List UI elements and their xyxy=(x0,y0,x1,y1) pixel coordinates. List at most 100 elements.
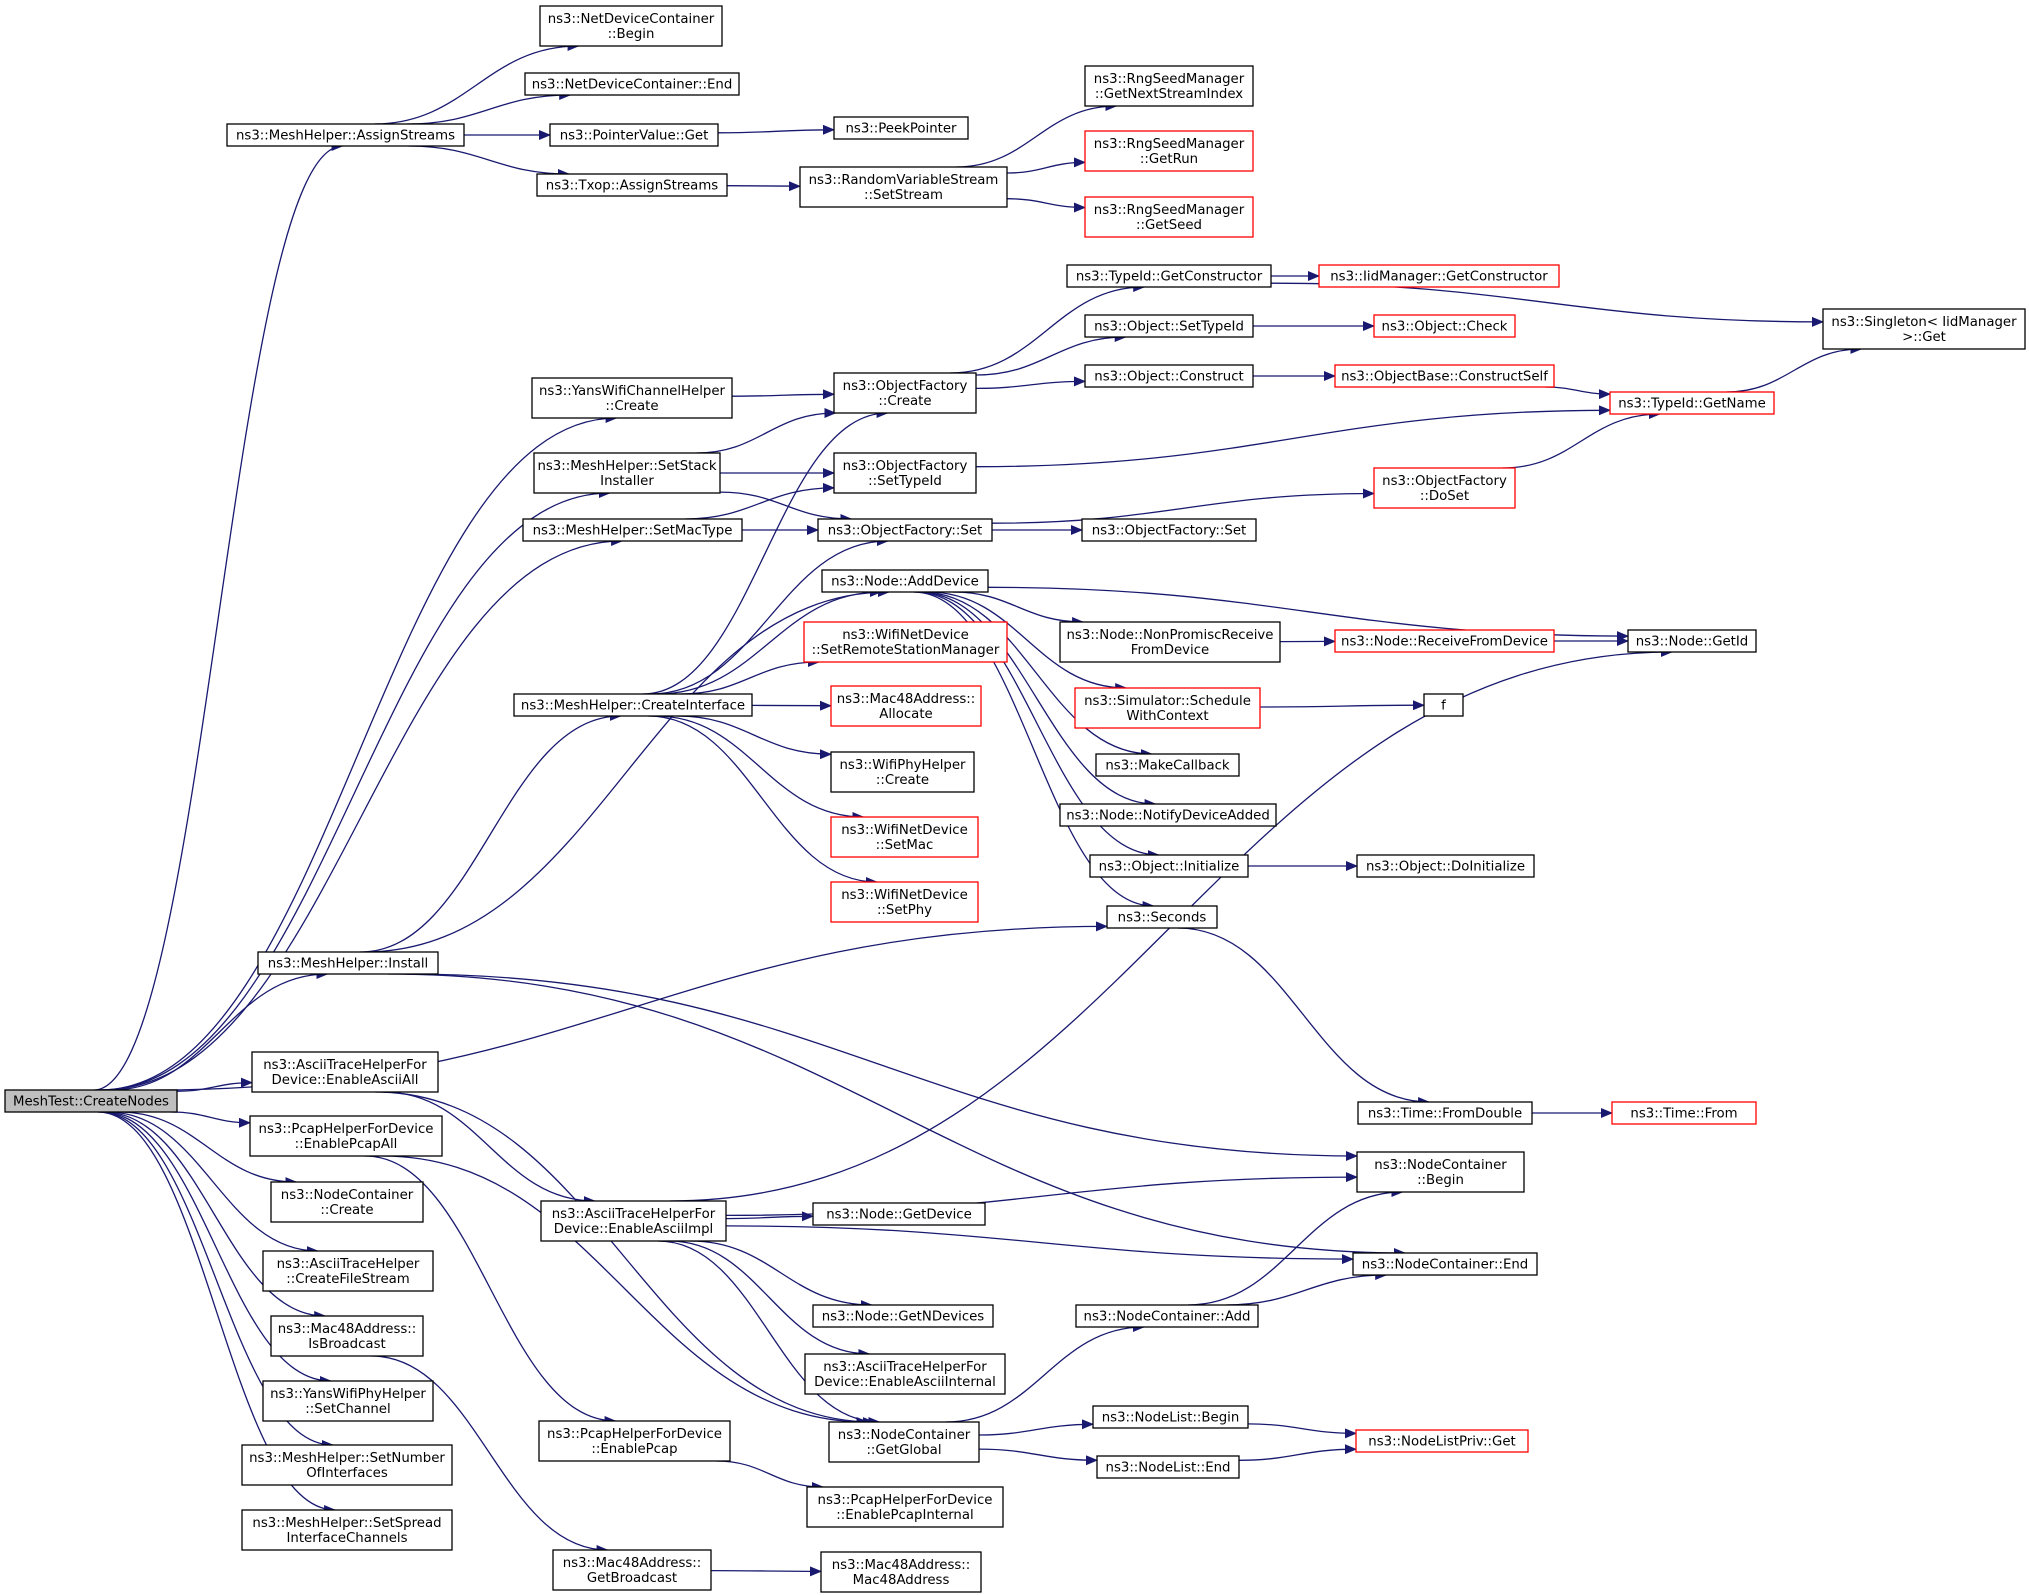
node-type-id-get-ctor[interactable]: ns3::TypeId::GetConstructor xyxy=(1066,264,1272,288)
node-mac-ctor[interactable]: ns3::Mac48Address::Mac48Address xyxy=(820,1551,982,1593)
node-label: ns3::ObjectBase::ConstructSelf xyxy=(1341,370,1548,385)
node-make-callback[interactable]: ns3::MakeCallback xyxy=(1095,753,1240,777)
node-ofset2[interactable]: ns3::ObjectFactory::Set xyxy=(1081,518,1257,542)
node-obj-set-type-id[interactable]: ns3::Object::SetTypeId xyxy=(1084,314,1254,338)
node-node-get-id[interactable]: ns3::Node::GetId xyxy=(1627,629,1757,653)
node-ofcreate[interactable]: ns3::ObjectFactory::Create xyxy=(833,372,977,414)
node-box xyxy=(251,1051,439,1093)
node-box xyxy=(1423,693,1464,717)
node-label: ns3::ObjectFactory xyxy=(1382,474,1507,489)
node-ascii-internal[interactable]: ns3::AsciiTraceHelperForDevice::EnableAs… xyxy=(804,1353,1006,1395)
node-ascii-impl[interactable]: ns3::AsciiTraceHelperForDevice::EnableAs… xyxy=(540,1200,727,1242)
node-f[interactable]: f xyxy=(1423,693,1464,717)
node-node-list-priv-get[interactable]: ns3::NodeListPriv::Get xyxy=(1355,1429,1529,1453)
node-yans-ch-create[interactable]: ns3::YansWifiChannelHelper::Create xyxy=(531,377,733,419)
node-label: ns3::NodeContainer::Add xyxy=(1084,1310,1251,1325)
node-box xyxy=(1095,753,1240,777)
node-pcap-enable[interactable]: ns3::PcapHelperForDevice::EnablePcap xyxy=(538,1420,731,1462)
node-rng-next[interactable]: ns3::RngSeedManager::GetNextStreamIndex xyxy=(1084,65,1254,107)
node-obj-do-init[interactable]: ns3::Object::DoInitialize xyxy=(1356,854,1535,878)
node-time-from[interactable]: ns3::Time::From xyxy=(1611,1101,1757,1125)
node-label: ::SetTypeId xyxy=(868,474,942,489)
node-ncbegin[interactable]: ns3::NodeContainer::Begin xyxy=(1356,1151,1525,1193)
node-label: ns3::AsciiTraceHelperFor xyxy=(263,1058,427,1073)
node-notify-dev-added[interactable]: ns3::Node::NotifyDeviceAdded xyxy=(1059,803,1277,827)
node-label: ns3::AsciiTraceHelperFor xyxy=(552,1207,716,1222)
node-time-from-double[interactable]: ns3::Time::FromDouble xyxy=(1357,1101,1533,1125)
node-label: ::Create xyxy=(876,773,929,788)
node-ncend[interactable]: ns3::NodeContainer::End xyxy=(1352,1252,1538,1276)
node-create-iface[interactable]: ns3::MeshHelper::CreateInterface xyxy=(513,693,753,717)
node-node-get-device[interactable]: ns3::Node::GetDevice xyxy=(812,1202,986,1226)
node-set-spread[interactable]: ns3::MeshHelper::SetSpreadInterfaceChann… xyxy=(241,1509,453,1551)
node-rvsset-stream[interactable]: ns3::RandomVariableStream::SetStream xyxy=(799,166,1008,208)
edge-pvget-to-peek-pointer xyxy=(717,124,835,135)
node-ascii-all[interactable]: ns3::AsciiTraceHelperForDevice::EnableAs… xyxy=(251,1051,439,1093)
node-mesh-install[interactable]: ns3::MeshHelper::Install xyxy=(257,951,439,975)
node-get-broadcast[interactable]: ns3::Mac48Address::GetBroadcast xyxy=(552,1549,712,1591)
node-ndcend[interactable]: ns3::NetDeviceContainer::End xyxy=(524,72,740,96)
node-ncget-global[interactable]: ns3::NodeContainer::GetGlobal xyxy=(828,1421,980,1463)
node-is-broadcast[interactable]: ns3::Mac48Address::IsBroadcast xyxy=(270,1315,424,1357)
node-obj-check[interactable]: ns3::Object::Check xyxy=(1373,314,1516,338)
node-node-list-end[interactable]: ns3::NodeList::End xyxy=(1096,1455,1240,1479)
node-box xyxy=(241,1444,453,1486)
node-wifi-set-phy[interactable]: ns3::WifiNetDevice::SetPhy xyxy=(830,881,979,923)
node-get-ndevices[interactable]: ns3::Node::GetNDevices xyxy=(812,1304,994,1328)
node-box xyxy=(1092,1405,1249,1429)
node-ofdo-set[interactable]: ns3::ObjectFactory::DoSet xyxy=(1373,467,1516,509)
node-node-add-device[interactable]: ns3::Node::AddDevice xyxy=(821,569,989,593)
edge-create-nodes-to-yans-phy-set-ch xyxy=(100,1111,332,1386)
node-label: ns3::Object::DoInitialize xyxy=(1366,860,1525,875)
edge-mesh-install-to-ncbegin xyxy=(405,973,1358,1161)
node-wifi-set-mac[interactable]: ns3::WifiNetDevice::SetMac xyxy=(830,816,979,858)
node-nccreate[interactable]: ns3::NodeContainer::Create xyxy=(270,1181,424,1223)
node-box xyxy=(1611,1101,1757,1125)
node-construct-self[interactable]: ns3::ObjectBase::ConstructSelf xyxy=(1334,364,1555,388)
node-set-mac-type[interactable]: ns3::MeshHelper::SetMacType xyxy=(522,518,743,542)
node-ofset[interactable]: ns3::ObjectFactory::Set xyxy=(817,518,993,542)
node-obj-init[interactable]: ns3::Object::Initialize xyxy=(1089,854,1249,878)
node-pcap-all[interactable]: ns3::PcapHelperForDevice::EnablePcapAll xyxy=(249,1115,443,1157)
node-singleton[interactable]: ns3::Singleton< IidManager >::Get xyxy=(1822,308,2026,350)
node-pcap-internal[interactable]: ns3::PcapHelperForDevice::EnablePcapInte… xyxy=(806,1486,1004,1528)
node-wifi-set-rsm[interactable]: ns3::WifiNetDevice::SetRemoteStationMana… xyxy=(803,621,1008,663)
node-ofset-type-id[interactable]: ns3::ObjectFactory::SetTypeId xyxy=(833,452,977,494)
node-box xyxy=(539,5,723,47)
node-recv-from-dev[interactable]: ns3::Node::ReceiveFromDevice xyxy=(1334,629,1555,653)
node-txop-as[interactable]: ns3::Txop::AssignStreams xyxy=(536,173,728,197)
node-label: Mac48Address xyxy=(853,1573,950,1588)
node-yans-phy-set-ch[interactable]: ns3::YansWifiPhyHelper::SetChannel xyxy=(262,1380,434,1422)
node-ndcbegin[interactable]: ns3::NetDeviceContainer::Begin xyxy=(539,5,723,47)
node-type-id-get-name[interactable]: ns3::TypeId::GetName xyxy=(1609,391,1775,415)
node-pvget[interactable]: ns3::PointerValue::Get xyxy=(549,123,719,147)
node-box xyxy=(513,693,753,717)
node-label: GetBroadcast xyxy=(587,1571,677,1586)
node-box xyxy=(1373,467,1516,509)
node-label: ns3::NodeContainer xyxy=(838,1428,971,1443)
node-obj-construct[interactable]: ns3::Object::Construct xyxy=(1084,364,1254,388)
edge-create-nodes-to-is-broadcast xyxy=(102,1111,327,1321)
node-create-file-stream[interactable]: ns3::AsciiTraceHelper::CreateFileStream xyxy=(262,1250,434,1292)
node-label: ::Begin xyxy=(1417,1173,1464,1188)
node-ncadd[interactable]: ns3::NodeContainer::Add xyxy=(1075,1304,1259,1328)
node-rng-seed[interactable]: ns3::RngSeedManager::GetSeed xyxy=(1084,196,1254,238)
node-label: ns3::PcapHelperForDevice xyxy=(547,1427,722,1442)
node-label: ns3::Time::FromDouble xyxy=(1368,1107,1522,1122)
node-node-list-begin[interactable]: ns3::NodeList::Begin xyxy=(1092,1405,1249,1429)
node-mac-allocate[interactable]: ns3::Mac48Address::Allocate xyxy=(830,685,982,727)
edge-node-add-device-to-notify-dev-added xyxy=(917,591,1157,809)
node-peek-pointer[interactable]: ns3::PeekPointer xyxy=(833,116,969,140)
node-iid-get-ctor[interactable]: ns3::IidManager::GetConstructor xyxy=(1318,264,1560,288)
node-seconds[interactable]: ns3::Seconds xyxy=(1106,905,1218,929)
edge-node-list-end-to-node-list-priv-get xyxy=(1238,1444,1357,1461)
node-box xyxy=(262,1250,434,1292)
node-label: ns3::NodeList::Begin xyxy=(1102,1411,1240,1426)
node-wifi-phy-create[interactable]: ns3::WifiPhyHelper::Create xyxy=(830,751,975,793)
node-assign-streams[interactable]: ns3::MeshHelper::AssignStreams xyxy=(226,123,465,147)
node-rng-run[interactable]: ns3::RngSeedManager::GetRun xyxy=(1084,130,1254,172)
